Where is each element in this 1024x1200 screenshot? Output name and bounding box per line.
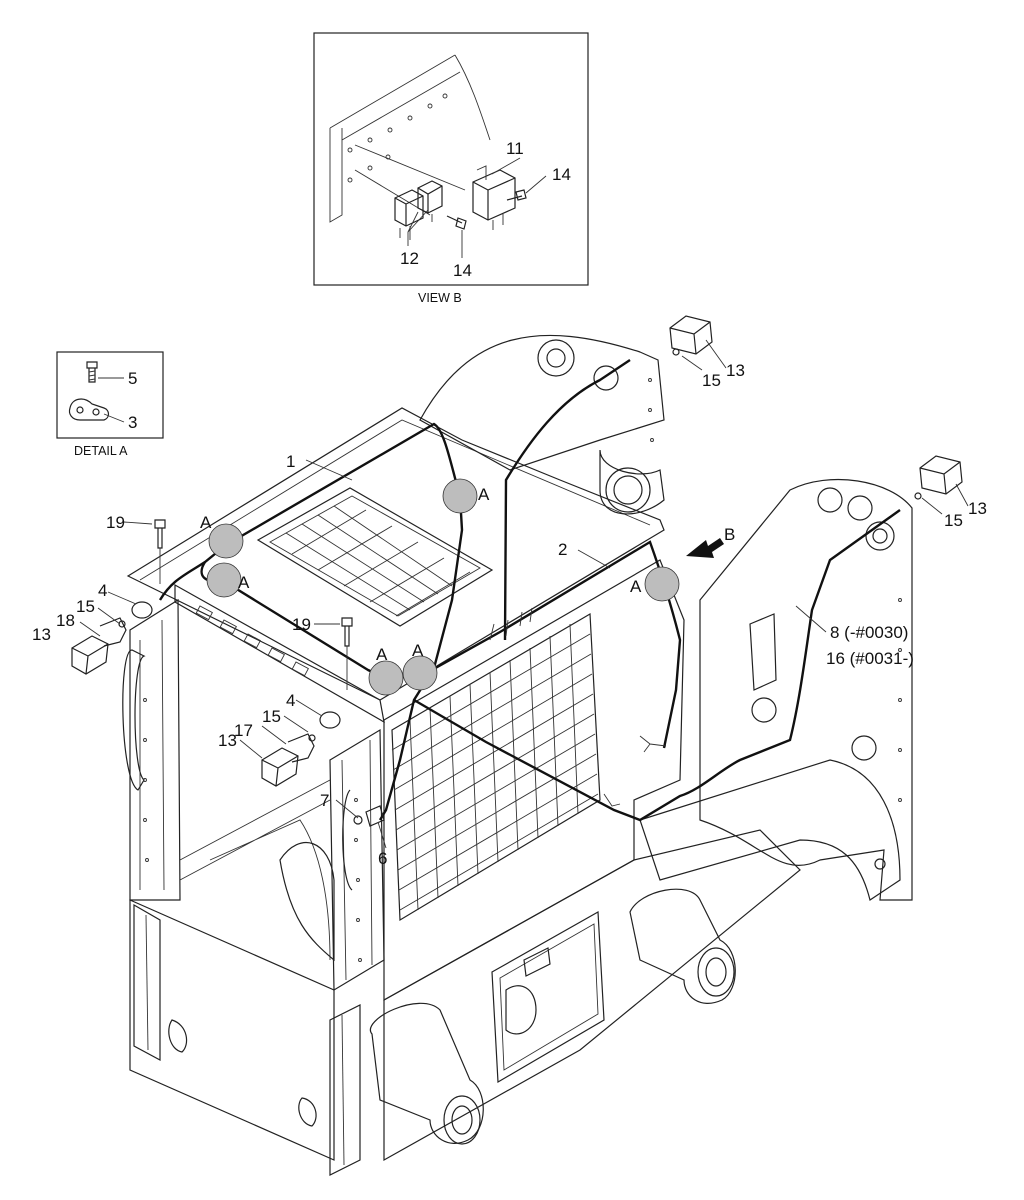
relay-11	[472, 165, 516, 230]
marker-a-label: A	[238, 573, 250, 592]
rear-screen-grid	[391, 612, 601, 922]
screw-5	[86, 361, 98, 383]
callout-4: 4	[98, 581, 107, 600]
callout-7: 7	[320, 791, 329, 810]
view-b-arrow-label: B	[724, 525, 735, 544]
callout-19: 19	[292, 615, 311, 634]
marker-a-label: A	[200, 513, 212, 532]
axle-housing-left	[369, 1002, 484, 1144]
callout-13: 13	[32, 625, 51, 644]
label-5: 5	[128, 369, 137, 388]
label-11: 11	[506, 139, 524, 158]
view-b-arrow: B	[686, 525, 735, 558]
callout-18: 18	[56, 611, 75, 630]
callout-labels: 1 2 4 4 6 7 8 (-#0030) 16 (#0031-) 13 13…	[32, 361, 987, 868]
callout-1: 1	[286, 452, 295, 471]
callout-4: 4	[286, 691, 295, 710]
label-14: 14	[552, 165, 571, 184]
marker-a-label: A	[376, 645, 388, 664]
clamp-markers: A A A A A A	[200, 478, 680, 696]
callout-16: 16 (#0031-)	[826, 649, 914, 668]
callout-15: 15	[702, 371, 721, 390]
grab-handle-left	[122, 649, 146, 791]
work-light-13	[261, 711, 341, 787]
clip-6	[353, 805, 385, 827]
axle-housing-right	[629, 888, 736, 1004]
detail-a-caption: DETAIL A	[74, 444, 128, 458]
label-3: 3	[128, 413, 137, 432]
clamp-marker-a	[402, 655, 438, 691]
callout-17: 17	[234, 721, 253, 740]
detail-a-frame	[56, 351, 164, 439]
callout-13: 13	[218, 731, 237, 750]
callout-15: 15	[262, 707, 281, 726]
clamp-marker-a	[368, 660, 404, 696]
bolt-14	[446, 189, 527, 230]
marker-a-label: A	[630, 577, 642, 596]
callout-13: 13	[968, 499, 987, 518]
marker-a-label: A	[478, 485, 490, 504]
horn-13	[914, 455, 963, 500]
leader-lines	[79, 339, 969, 849]
callout-19: 19	[106, 513, 125, 532]
roof-vent-grid	[256, 487, 494, 627]
callout-2: 2	[558, 540, 567, 559]
clamp-marker-a	[644, 566, 680, 602]
clamp-marker-a	[206, 562, 242, 598]
relay-12	[394, 180, 443, 240]
stud-19	[154, 519, 353, 690]
view-b-frame	[313, 32, 589, 286]
clamp-marker-a	[208, 523, 244, 559]
callout-15: 15	[944, 511, 963, 530]
access-panel	[491, 911, 605, 1084]
callout-13: 13	[726, 361, 745, 380]
clamp-marker-a	[442, 478, 478, 514]
callout-6: 6	[378, 849, 387, 868]
view-b-caption: VIEW B	[418, 291, 462, 305]
label-14: 14	[453, 261, 472, 280]
label-12: 12	[400, 249, 419, 268]
harness-1	[158, 422, 464, 821]
work-light-13	[71, 601, 153, 675]
view-b-inset: 11 14 12 14 VIEW B	[313, 32, 589, 305]
detail-a-inset: 5 3 DETAIL A	[56, 351, 164, 458]
clamp-3	[68, 398, 110, 421]
callout-15: 15	[76, 597, 95, 616]
horn-13	[669, 315, 713, 356]
marker-a-label: A	[412, 641, 424, 660]
callout-8: 8 (-#0030)	[830, 623, 908, 642]
